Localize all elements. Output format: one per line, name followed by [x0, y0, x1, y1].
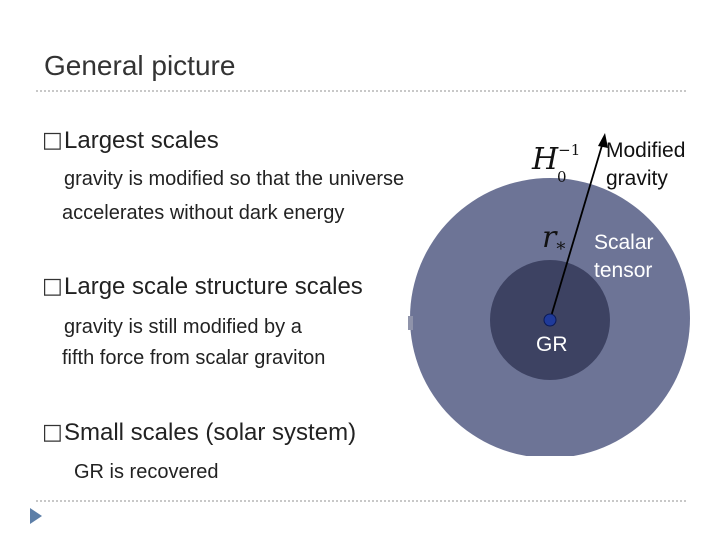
scalar-tensor-label: Scalar tensor	[594, 229, 654, 285]
radius-arrow-line	[549, 141, 604, 321]
rstar-sub: *	[556, 239, 566, 260]
hubble-radius-label: H−1 0	[532, 141, 581, 186]
radius-arrow-head	[598, 133, 608, 148]
bullet-marker: □	[42, 420, 63, 445]
center-dot	[543, 313, 557, 327]
hubble-symbol: H	[532, 142, 559, 177]
bullet-heading-largest-scales: Largest scales	[64, 127, 219, 154]
scalar-tensor-line: tensor	[594, 259, 653, 282]
footer-divider	[36, 500, 686, 502]
rstar-symbol: r	[542, 220, 557, 255]
bullet-marker: □	[42, 274, 63, 299]
play-triangle-icon[interactable]	[30, 508, 42, 524]
bullet-heading-small-scales: Small scales (solar system)	[64, 419, 357, 446]
bullet-marker: □	[42, 128, 63, 153]
hubble-sup: −1	[558, 141, 581, 159]
bullet-text-line: gravity is still modified by a	[64, 316, 302, 338]
bullet-text-line: gravity is modified so that the universe	[64, 168, 405, 190]
bullet-text-line: fifth force from scalar graviton	[62, 347, 326, 369]
screening-radius-label: r*	[542, 220, 565, 260]
hubble-sub: 0	[557, 168, 567, 186]
bullet-text-line: accelerates without dark energy	[62, 202, 345, 224]
modified-gravity-line: gravity	[606, 167, 668, 190]
title-divider	[36, 90, 686, 92]
scalar-tensor-line: Scalar	[594, 231, 654, 254]
slide-title: General picture	[44, 50, 236, 81]
bullet-heading-lss-scales: Large scale structure scales	[64, 273, 363, 300]
modified-gravity-label: Modified gravity	[606, 137, 685, 193]
modified-gravity-line: Modified	[606, 139, 686, 162]
gr-label: GR	[536, 333, 568, 356]
small-marker	[408, 316, 413, 330]
bullet-text-line: GR is recovered	[74, 461, 219, 483]
